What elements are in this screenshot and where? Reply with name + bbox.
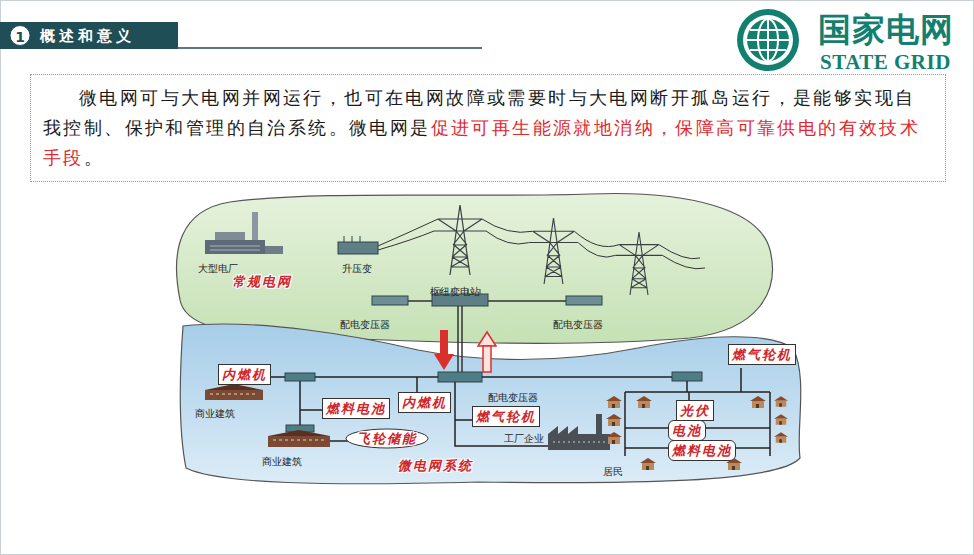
label-anchor: 居民 <box>603 460 623 479</box>
brand-name: 国家电网 <box>818 10 954 49</box>
equipment-label: 升压变 <box>342 263 372 274</box>
source-box: 内燃机 <box>218 364 271 385</box>
source-box: 燃料电池 <box>322 398 390 419</box>
storage-ellipse: 飞轮储能 <box>345 428 429 449</box>
box-label: 燃料电池 <box>672 443 732 458</box>
factory-label: 工厂企业 <box>504 433 544 444</box>
label-anchor: 配电变压器 <box>488 386 538 405</box>
transformer-label: 配电变压器 <box>340 319 390 330</box>
label-anchor: 配电变压器 <box>340 313 390 332</box>
plant-label: 大型电厂 <box>198 263 238 274</box>
label-anchor: 国家电网 <box>818 12 954 48</box>
label-anchor: 配电变压器 <box>553 313 603 332</box>
label-anchor: 工厂企业 <box>504 427 544 446</box>
section-number: 1 <box>15 29 25 45</box>
building-label: 商业建筑 <box>262 456 302 467</box>
label-anchor: 枢纽变电站 <box>430 280 480 299</box>
brand-name: STATE GRID <box>820 50 951 74</box>
region-outline <box>170 190 780 350</box>
storage-box: 燃料电池 <box>668 440 736 461</box>
label-anchor: 升压变 <box>342 257 372 276</box>
building-label: 商业建筑 <box>195 408 235 419</box>
box-label: 燃气轮机 <box>732 347 792 362</box>
substation-label: 枢纽变电站 <box>430 286 480 297</box>
region-title: 微电网系统 <box>398 458 473 473</box>
box-label: 燃气轮机 <box>476 409 536 424</box>
storage-box: 电池 <box>668 420 706 441</box>
box-label: 光伏 <box>680 403 710 418</box>
box-label: 内燃机 <box>222 367 267 382</box>
box-label: 内燃机 <box>402 395 447 410</box>
residents-label: 居民 <box>603 466 623 477</box>
source-box: 燃气轮机 <box>472 406 540 427</box>
source-box: 内燃机 <box>398 392 451 413</box>
grid-region: 常规电网 <box>170 190 780 350</box>
transformer-label: 配电变压器 <box>553 319 603 330</box>
box-label: 电池 <box>672 423 702 438</box>
label-anchor: 商业建筑 <box>195 402 235 421</box>
transformer-label: 配电变压器 <box>488 392 538 403</box>
title-anchor: 概述和意义 <box>40 26 135 45</box>
text-panel: 微电网可与大电网并网运行，也可在电网故障或需要时与大电网断开孤岛运行，是能够实现… <box>30 74 946 182</box>
box-label: 燃料电池 <box>326 401 386 416</box>
section-title: 概述和意义 <box>40 27 135 45</box>
source-box: 光伏 <box>676 400 714 421</box>
source-box: 燃气轮机 <box>728 344 796 365</box>
box-label: 飞轮储能 <box>357 431 417 446</box>
label-anchor: 大型电厂 <box>198 257 238 276</box>
label-anchor: 1 <box>10 27 30 46</box>
label-anchor: STATE GRID <box>820 50 951 74</box>
body-text: 。 <box>84 147 104 168</box>
label-anchor: 商业建筑 <box>262 450 302 469</box>
region-title: 常规电网 <box>232 274 292 289</box>
